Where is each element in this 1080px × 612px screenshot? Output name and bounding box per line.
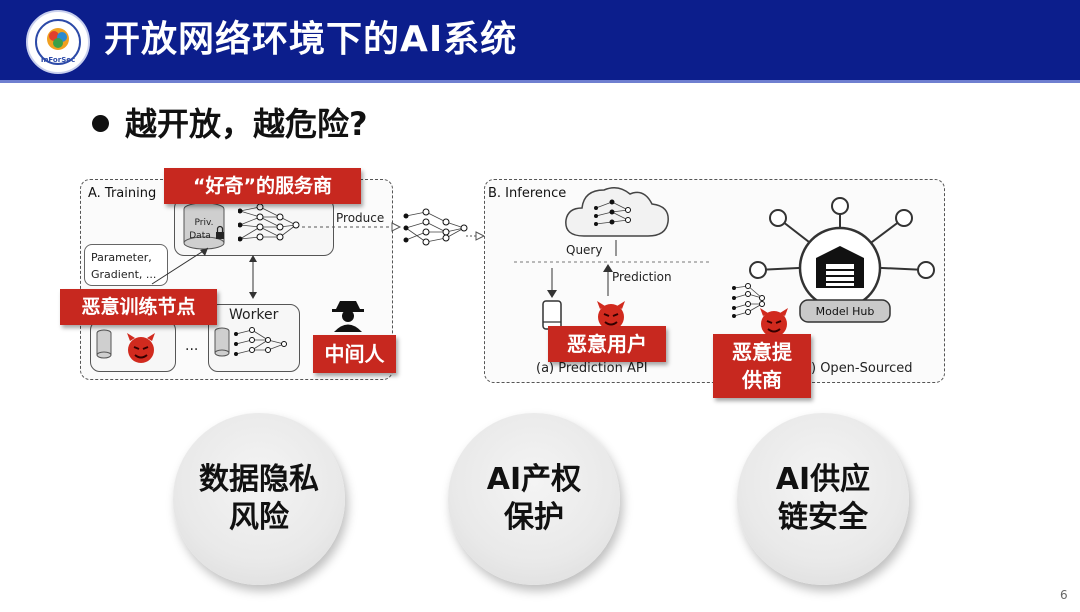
priv-label: Priv. <box>195 218 214 228</box>
malicious-user-devil-icon <box>597 301 625 330</box>
logo-emblem-icon: InForSec <box>35 19 81 65</box>
supplier-network-icon <box>732 283 765 318</box>
produce-label: Produce <box>336 211 385 225</box>
slide-title: 开放网络环境下的AI系统 <box>104 19 518 60</box>
circle-ai-ip-protection: AI产权 保护 <box>448 413 620 585</box>
malicious-supplier-tag: 恶意提 供商 <box>713 334 811 398</box>
parameter-gradient-box: Parameter, Gradient, ... <box>84 244 168 286</box>
bidirectional-arrow <box>249 255 257 299</box>
upload-arrow <box>151 247 209 285</box>
page-number: 6 <box>1060 588 1068 602</box>
worker-network-icon <box>214 327 287 357</box>
bullet-dot <box>92 115 109 132</box>
malicious-training-node-tag: 恶意训练节点 <box>60 289 217 325</box>
logo-text: InForSec <box>41 56 75 64</box>
workers-ellipsis: ... <box>185 338 199 354</box>
malicious-user-tag: 恶意用户 <box>548 326 666 362</box>
bullet-text: 越开放，越危险? <box>125 105 368 143</box>
neural-network-icon <box>238 203 300 242</box>
data-label: Data <box>189 231 211 241</box>
malicious-supplier-devil-icon <box>760 308 788 337</box>
prediction-api-caption: (a) Prediction API <box>536 361 648 376</box>
training-panel-label: A. Training <box>88 186 157 201</box>
spy-icon <box>332 301 364 332</box>
man-in-the-middle-tag: 中间人 <box>313 335 396 373</box>
query-prediction-arrows <box>514 240 710 298</box>
worker-node-icons <box>96 329 112 359</box>
inference-panel-label: B. Inference <box>488 186 567 201</box>
devil-icon <box>127 333 155 363</box>
header-banner <box>0 0 1080 80</box>
model-hub-diagram: Model Hub <box>749 197 935 323</box>
model-network-icon <box>403 208 486 246</box>
curious-provider-tag: “好奇”的服务商 <box>164 168 361 204</box>
prediction-label: Prediction <box>612 270 672 284</box>
worker-label: Worker <box>229 307 279 323</box>
query-label: Query <box>566 243 603 257</box>
cloud-icon <box>565 187 669 237</box>
database-icon: Priv. Data <box>183 202 225 250</box>
header-divider <box>0 80 1080 83</box>
circle-ai-supply-chain: AI供应 链安全 <box>737 413 909 585</box>
gradient-label: Gradient, ... <box>91 268 157 281</box>
model-hub-label: Model Hub <box>816 305 875 318</box>
produce-arrow <box>302 222 402 232</box>
parameter-label: Parameter, <box>91 251 152 264</box>
circle-data-privacy: 数据隐私 风险 <box>173 413 345 585</box>
open-sourced-caption: ) Open-Sourced <box>811 361 913 376</box>
inforsec-logo: InForSec <box>26 10 90 74</box>
